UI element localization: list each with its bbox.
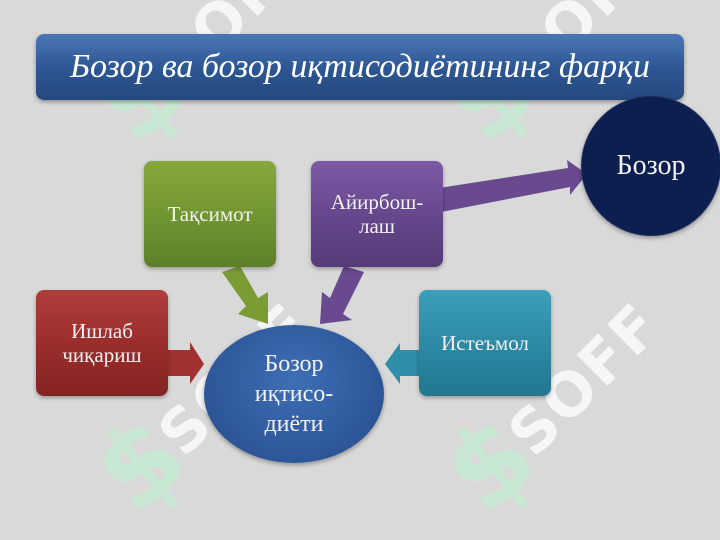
production-label-line1: Ишлаб	[71, 319, 133, 343]
market-economy-node: Бозор иқтисо- диёти	[204, 325, 384, 463]
slide-title: Бозор ва бозор иқтисодиётининг фарқи	[69, 48, 651, 85]
consumption-label: Истеъмол	[441, 331, 529, 355]
arrow-exchange-to-market	[439, 160, 587, 212]
market-label: Бозор	[616, 150, 686, 181]
production-label-line2: чиқариш	[62, 343, 142, 367]
center-label-line2: иқтисо-	[254, 381, 334, 407]
distribution-box: Тақсимот	[144, 161, 276, 267]
production-box: Ишлаб чиқариш	[36, 290, 168, 396]
consumption-box: Истеъмол	[419, 290, 551, 396]
arrow-distribution-to-center	[222, 266, 268, 324]
arrow-exchange-to-center	[320, 266, 364, 324]
arrow-production-to-center	[168, 342, 204, 384]
title-bar: Бозор ва бозор иқтисодиётининг фарқи	[36, 34, 684, 100]
exchange-box: Айирбош- лаш	[311, 161, 443, 267]
arrow-consumption-to-center	[385, 343, 419, 384]
center-label-line3: диёти	[264, 411, 324, 437]
center-label-line1: Бозор	[264, 351, 324, 377]
market-node: Бозор	[581, 96, 720, 236]
exchange-label-line1: Айирбош-	[330, 190, 424, 214]
exchange-label-line2: лаш	[359, 214, 395, 238]
distribution-label: Тақсимот	[167, 202, 253, 226]
